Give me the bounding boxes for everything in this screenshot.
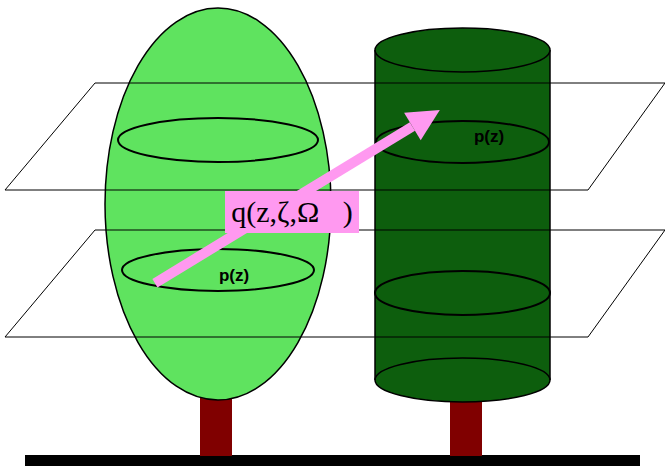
tree-trunk <box>200 398 232 456</box>
crown-layer-ring: p(z) <box>375 120 550 164</box>
cylinder-top <box>375 28 550 72</box>
crown-layer <box>375 358 550 380</box>
crown-layer-ring: p(z) <box>121 248 315 292</box>
crown-layer <box>118 118 318 162</box>
cylinder-bottom <box>375 380 550 402</box>
edge-label: q(z,ζ,Ω⃗) <box>225 191 358 234</box>
crown-layer <box>375 271 550 315</box>
layer-plane <box>5 83 665 190</box>
node-label: p(z) <box>219 267 249 286</box>
cylinder-side <box>374 50 376 380</box>
ring-outline <box>375 120 550 164</box>
layer-plane <box>5 230 665 337</box>
flux-arrow <box>152 110 439 288</box>
ring-ellipse <box>376 121 549 163</box>
node-label: p(z) <box>474 128 504 147</box>
tree-trunk <box>450 398 482 456</box>
ground-bar <box>25 455 640 466</box>
cylinder-crown <box>375 50 550 380</box>
ring-ellipse <box>122 249 314 291</box>
arrow-shaft <box>152 122 415 287</box>
cylinder-side <box>549 50 551 380</box>
ring-outline <box>121 248 315 292</box>
